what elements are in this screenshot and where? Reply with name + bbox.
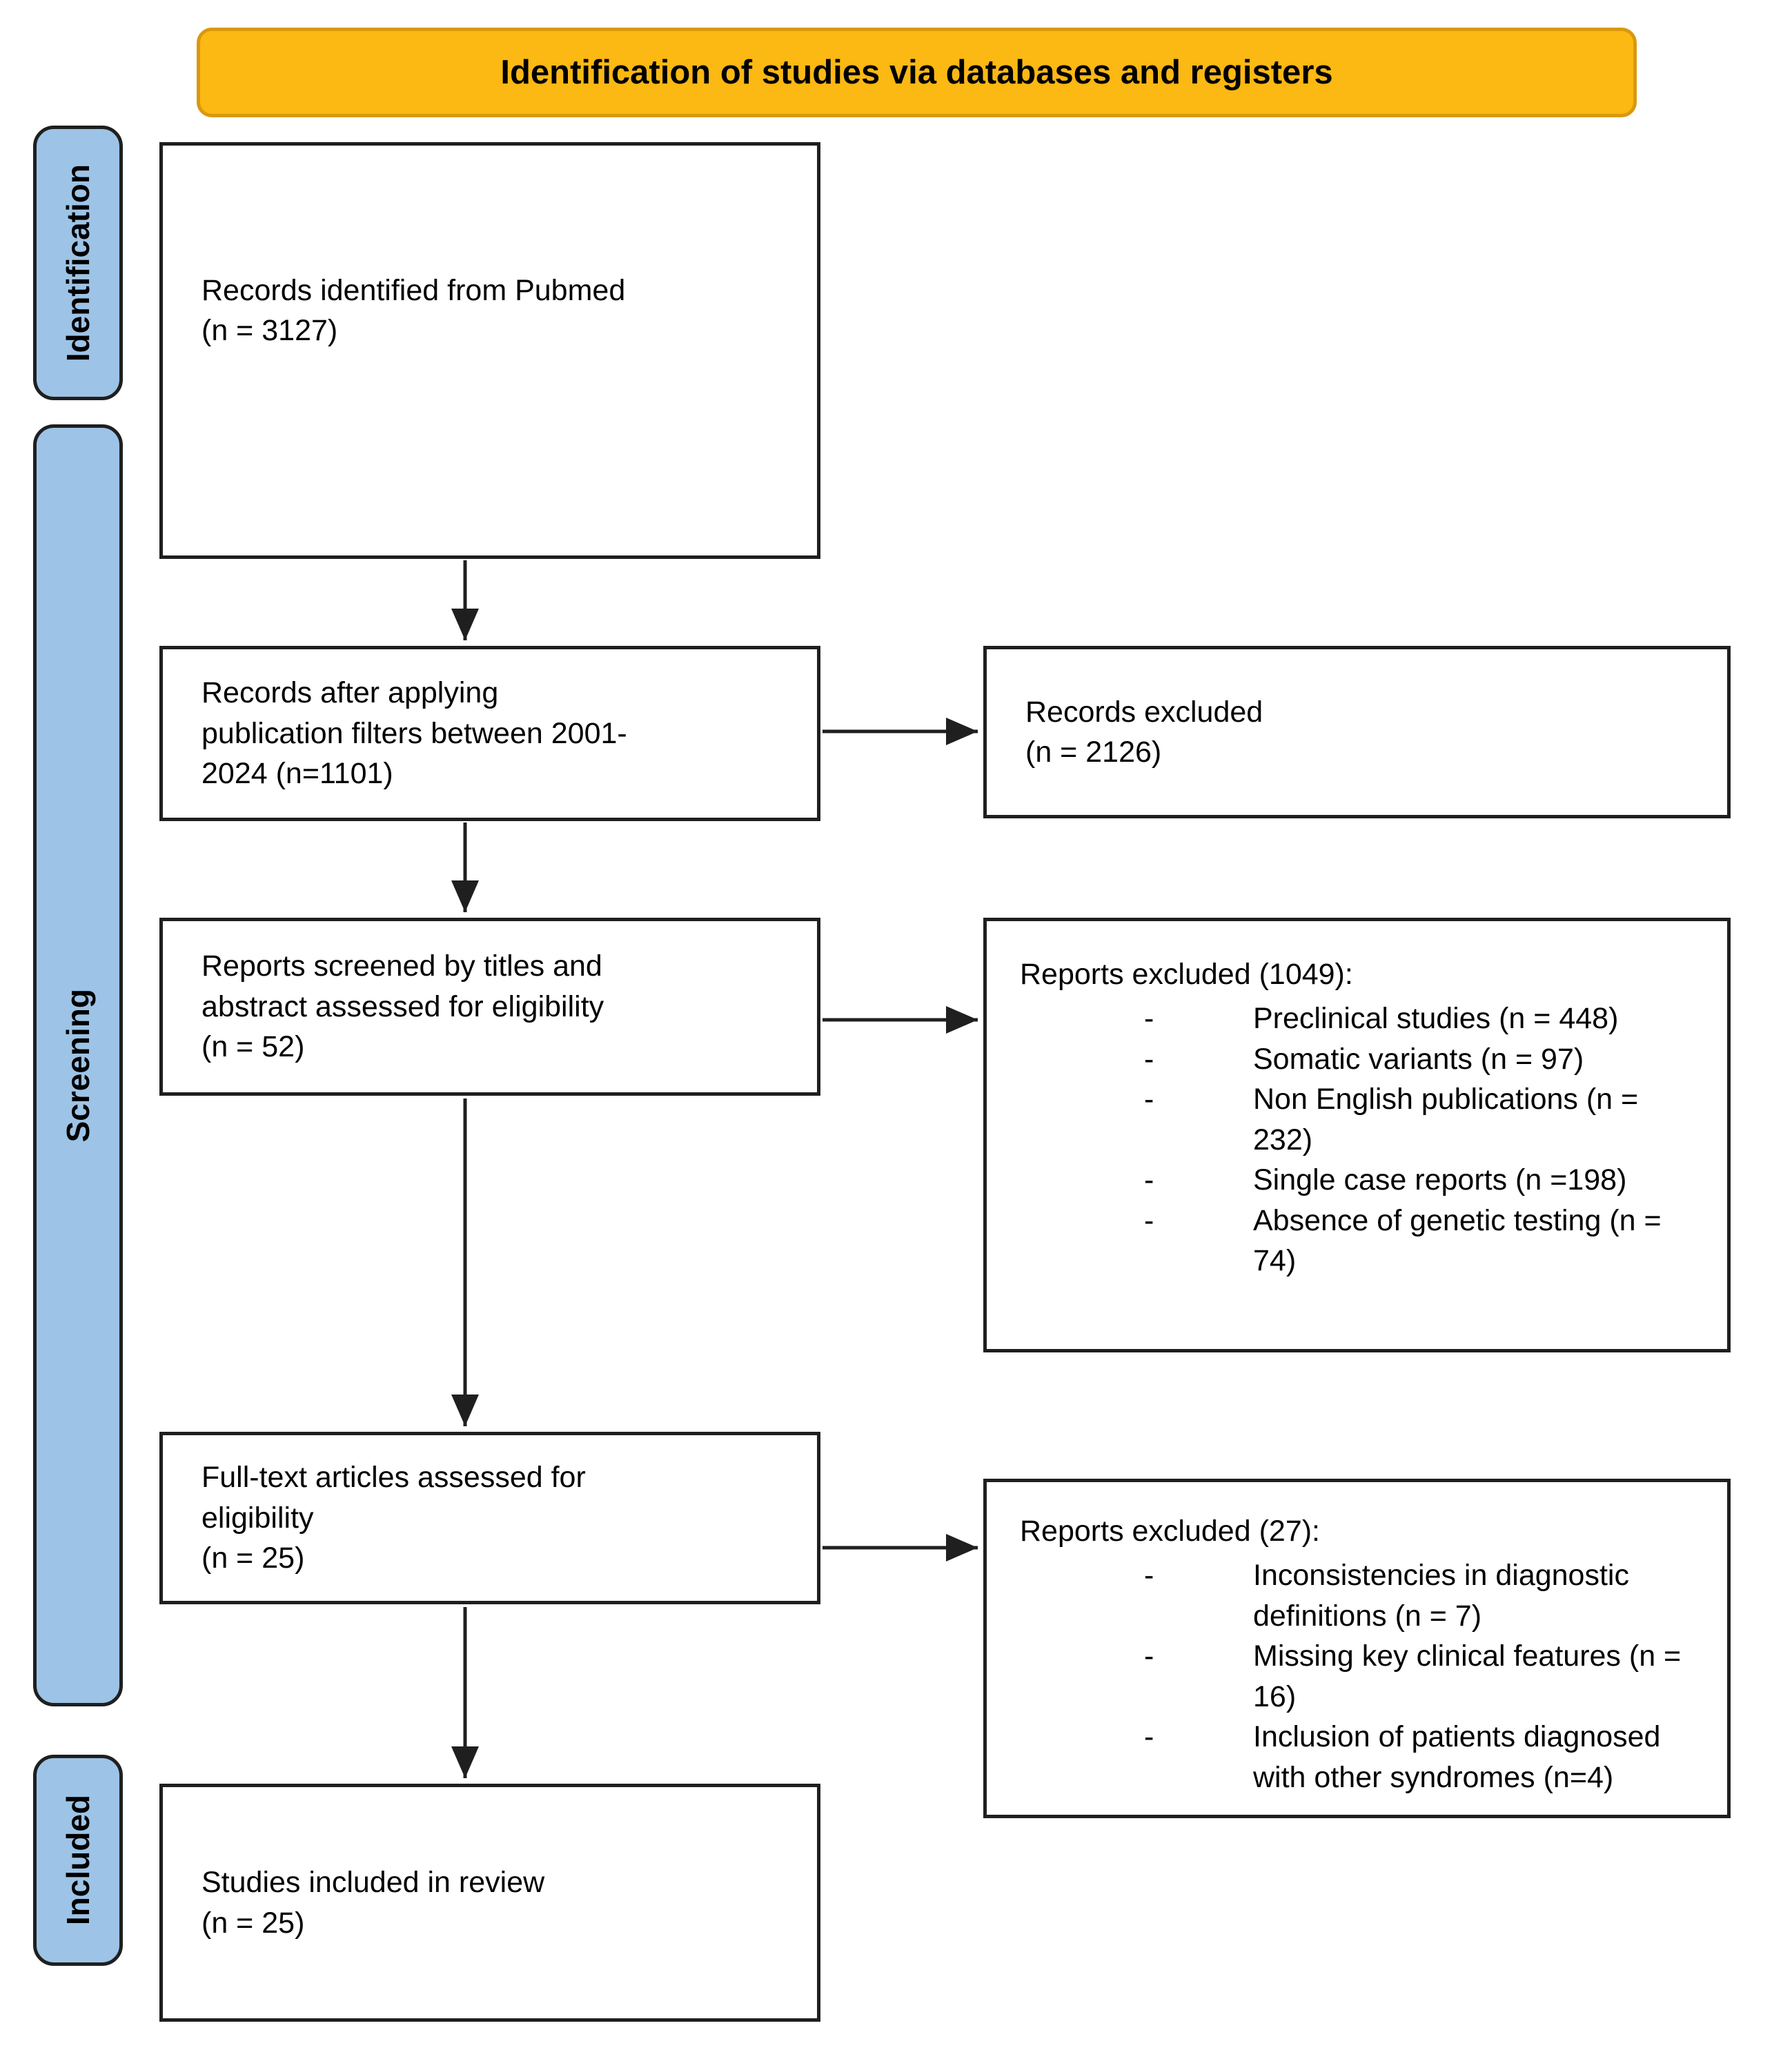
stage-included-label: Included (60, 1795, 96, 1926)
exclusion-item-no-genetic-testing: Absence of genetic testing (n = 74) (987, 1201, 1727, 1281)
header-banner: Identification of studies via databases … (197, 28, 1637, 117)
exclusion-item-non-english: Non English publications (n = 232) (987, 1079, 1727, 1160)
reports-excluded-screening-title: Reports excluded (1049): (1020, 958, 1353, 991)
box-reports-excluded-fulltext: Reports excluded (27): Inconsistencies i… (983, 1479, 1731, 1818)
box-records-identified: Records identified from Pubmed (n = 3127… (159, 142, 820, 559)
box-reports-screened: Reports screened by titles and abstract … (159, 918, 820, 1096)
exclusion-item-preclinical: Preclinical studies (n = 448) (987, 998, 1727, 1039)
stage-identification: Identification (33, 126, 123, 400)
box-records-excluded: Records excluded (n = 2126) (983, 646, 1731, 818)
box-records-filtered-text: Records after applying publication filte… (201, 676, 627, 791)
exclusion-item-somatic: Somatic variants (n = 97) (987, 1039, 1727, 1080)
box-reports-screened-text: Reports screened by titles and abstract … (201, 949, 604, 1064)
reports-excluded-fulltext-list: Inconsistencies in diagnostic definition… (987, 1555, 1727, 1797)
box-studies-included: Studies included in review (n = 25) (159, 1784, 820, 2022)
box-fulltext-assessed-text: Full-text articles assessed for eligibil… (201, 1461, 586, 1575)
box-fulltext-assessed: Full-text articles assessed for eligibil… (159, 1432, 820, 1604)
exclusion-item-inconsistencies: Inconsistencies in diagnostic definition… (987, 1555, 1727, 1636)
box-studies-included-text: Studies included in review (n = 25) (201, 1866, 545, 1940)
stage-identification-label: Identification (60, 164, 96, 362)
exclusion-item-other-syndromes: Inclusion of patients diagnosed with oth… (987, 1717, 1727, 1797)
stage-screening: Screening (33, 424, 123, 1706)
header-title: Identification of studies via databases … (500, 54, 1333, 91)
box-records-filtered: Records after applying publication filte… (159, 646, 820, 821)
stage-included: Included (33, 1755, 123, 1966)
exclusion-item-missing-features: Missing key clinical features (n = 16) (987, 1636, 1727, 1717)
stage-screening-label: Screening (60, 988, 96, 1143)
box-records-identified-text: Records identified from Pubmed (n = 3127… (201, 273, 626, 347)
box-reports-excluded-screening: Reports excluded (1049): Preclinical stu… (983, 918, 1731, 1352)
exclusion-item-single-case: Single case reports (n =198) (987, 1160, 1727, 1201)
reports-excluded-fulltext-title: Reports excluded (27): (1020, 1515, 1320, 1548)
reports-excluded-screening-list: Preclinical studies (n = 448) Somatic va… (987, 998, 1727, 1281)
box-records-excluded-text: Records excluded (n = 2126) (1025, 695, 1263, 769)
